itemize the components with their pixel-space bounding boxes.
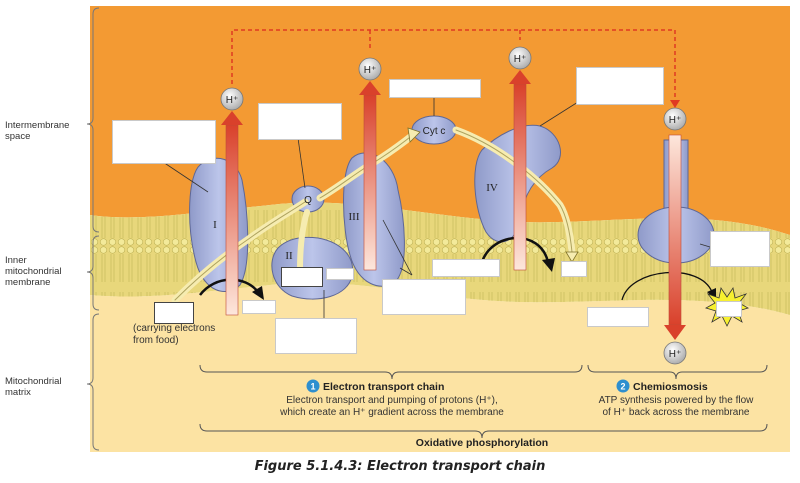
label-intermembrane-space: Intermembrane space xyxy=(5,120,70,142)
complex-ii-label: II xyxy=(285,250,293,262)
etc-title: Electron transport chain xyxy=(323,381,444,393)
blank-box-4[interactable] xyxy=(576,67,664,105)
bracket-matrix xyxy=(86,313,100,451)
food-note-2: from food) xyxy=(133,335,179,346)
chemiosmosis-title: Chemiosmosis xyxy=(633,381,708,393)
food-note-1: (carrying electrons xyxy=(133,323,215,334)
complex-i-label: I xyxy=(213,219,217,231)
blank-box-9[interactable] xyxy=(154,302,194,324)
proton-arrow-iii xyxy=(363,94,377,271)
chemiosmosis-brace xyxy=(587,364,768,380)
blank-box-10[interactable] xyxy=(242,300,276,314)
blank-box-12[interactable] xyxy=(275,318,357,354)
etc-number-badge xyxy=(306,379,320,393)
label-matrix: Mitochondrial matrix xyxy=(5,376,62,398)
bracket-membrane xyxy=(86,235,100,311)
bracket-intermembrane xyxy=(86,7,100,233)
oxphos-brace xyxy=(199,423,768,439)
blank-box-5[interactable] xyxy=(281,267,323,287)
chemiosmosis-desc-1: ATP synthesis powered by the flow xyxy=(599,395,754,406)
figure-caption: Figure 5.1.4.3: Electron transport chain xyxy=(254,459,546,474)
blank-box-3[interactable] xyxy=(389,79,481,98)
hplus-ball-5 xyxy=(663,341,687,365)
blank-box-atp[interactable] xyxy=(716,301,742,317)
proton-arrow-iv xyxy=(513,83,527,271)
etc-brace xyxy=(199,364,583,380)
proton-arrow-i xyxy=(225,124,239,316)
hplus-ball-3 xyxy=(508,46,532,70)
oxphos-label: Oxidative phosphorylation xyxy=(416,437,548,449)
hplus-ball-1 xyxy=(220,87,244,111)
hplus-ball-2 xyxy=(358,57,382,81)
etc-desc-2: which create an H⁺ gradient across the m… xyxy=(279,407,504,418)
chemiosmosis-desc-2: of H⁺ back across the membrane xyxy=(602,407,749,418)
etc-number: 1 xyxy=(310,382,315,392)
blank-box-13[interactable] xyxy=(710,231,770,267)
proton-flow-dashed xyxy=(231,29,676,104)
blank-box-11[interactable] xyxy=(382,279,466,315)
label-inner-membrane: Inner mitochondrial membrane xyxy=(5,255,62,288)
leader-lines xyxy=(159,96,721,318)
blank-box-7[interactable] xyxy=(432,259,500,277)
hplus-label-5: H⁺ xyxy=(669,349,682,360)
cytc-label: Cyt c xyxy=(423,126,446,137)
hplus-label-4: H⁺ xyxy=(669,115,682,126)
blank-box-2[interactable] xyxy=(258,103,342,140)
proton-arrow-synthase xyxy=(668,134,682,326)
blank-box-14[interactable] xyxy=(587,307,649,327)
hplus-ball-4 xyxy=(663,107,687,131)
blank-box-6[interactable] xyxy=(326,268,354,280)
complex-iv-label: IV xyxy=(486,182,498,194)
complex-iii-label: III xyxy=(349,211,360,223)
reaction-arrow-3 xyxy=(621,271,713,301)
etc-desc-1: Electron transport and pumping of proton… xyxy=(286,395,498,406)
hplus-label-1: H⁺ xyxy=(226,95,239,106)
hplus-label-2: H⁺ xyxy=(364,65,377,76)
blank-box-1[interactable] xyxy=(112,120,216,164)
chemiosmosis-number: 2 xyxy=(620,382,625,392)
q-label: Q xyxy=(304,195,312,206)
chemiosmosis-number-badge xyxy=(616,379,630,393)
blank-box-8[interactable] xyxy=(561,261,587,277)
hplus-label-3: H⁺ xyxy=(514,54,527,65)
